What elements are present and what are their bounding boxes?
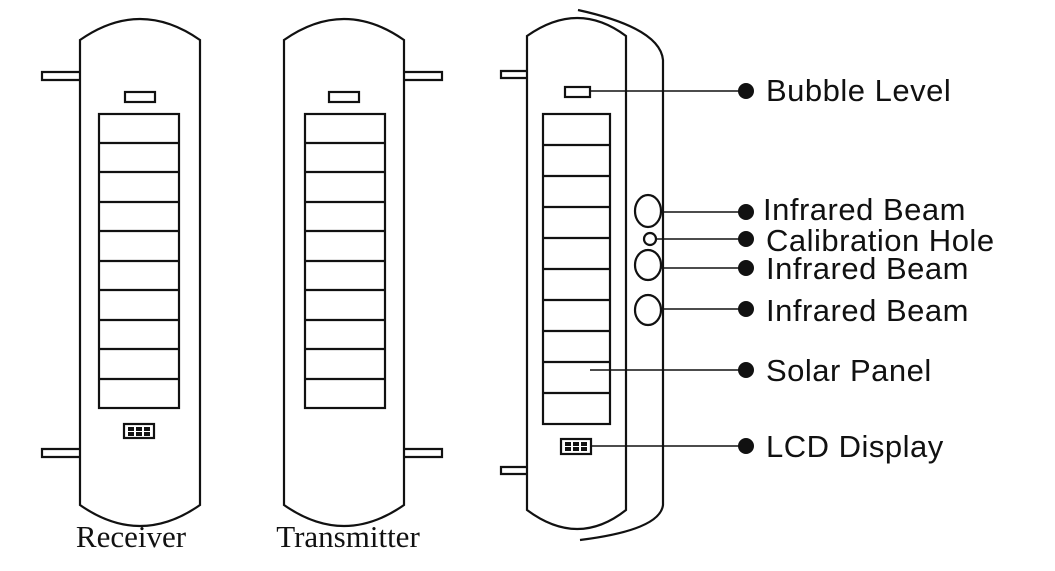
- transmitter-caption: Transmitter: [276, 519, 420, 554]
- callout-label: LCD Display: [766, 429, 944, 464]
- infrared-beam-lens-middle: [633, 248, 663, 282]
- calibration-hole: [642, 231, 658, 247]
- solar-panel: [97, 112, 181, 410]
- bubble-level: [563, 85, 592, 99]
- receiver-unit: Receiver: [40, 17, 202, 554]
- mounting-bracket-bottom: [499, 465, 527, 476]
- infrared-beam-lens-bottom: [633, 293, 663, 327]
- side-view-body: [525, 17, 628, 530]
- side-view-back-profile: [577, 8, 665, 542]
- bubble-level: [327, 90, 361, 104]
- callout-label: Infrared Beam: [766, 251, 969, 286]
- lcd-display: [559, 437, 593, 456]
- callout-dot: [738, 362, 754, 378]
- lcd-display: [122, 422, 156, 440]
- mounting-bracket-top: [499, 69, 527, 80]
- side-view-unit: [499, 8, 665, 542]
- receiver-body: [78, 17, 202, 528]
- callout-label: Solar Panel: [766, 353, 932, 388]
- callout-infrared-beam-3: Infrared Beam: [661, 293, 969, 328]
- callout-label: Bubble Level: [766, 73, 951, 108]
- callout-dot: [738, 438, 754, 454]
- callout-label: Calibration Hole: [766, 223, 995, 258]
- receiver-caption: Receiver: [76, 519, 187, 554]
- callout-calibration-hole: Calibration Hole: [656, 223, 995, 258]
- callout-dot: [738, 260, 754, 276]
- mounting-bracket-top: [40, 70, 80, 82]
- callout-dot: [738, 83, 754, 99]
- solar-panel: [303, 112, 387, 410]
- mounting-bracket-top: [404, 70, 444, 82]
- transmitter-unit: Transmitter: [276, 17, 444, 554]
- callout-label: Infrared Beam: [763, 192, 966, 227]
- mounting-bracket-bottom: [404, 447, 444, 459]
- solar-panel: [541, 112, 612, 426]
- callout-label: Infrared Beam: [766, 293, 969, 328]
- bubble-level: [123, 90, 157, 104]
- callout-bubble-level: Bubble Level: [590, 73, 951, 108]
- mounting-bracket-bottom: [40, 447, 80, 459]
- callout-solar-panel: Solar Panel: [590, 353, 932, 388]
- callout-infrared-beam-2: Infrared Beam: [661, 251, 969, 286]
- callout-dot: [738, 204, 754, 220]
- callout-dot: [738, 301, 754, 317]
- callout-dot: [738, 231, 754, 247]
- transmitter-body: [282, 17, 406, 528]
- callout-infrared-beam-1: Infrared Beam: [661, 192, 966, 227]
- callout-lcd-display: LCD Display: [591, 429, 944, 464]
- infrared-beam-lens-top: [633, 193, 663, 229]
